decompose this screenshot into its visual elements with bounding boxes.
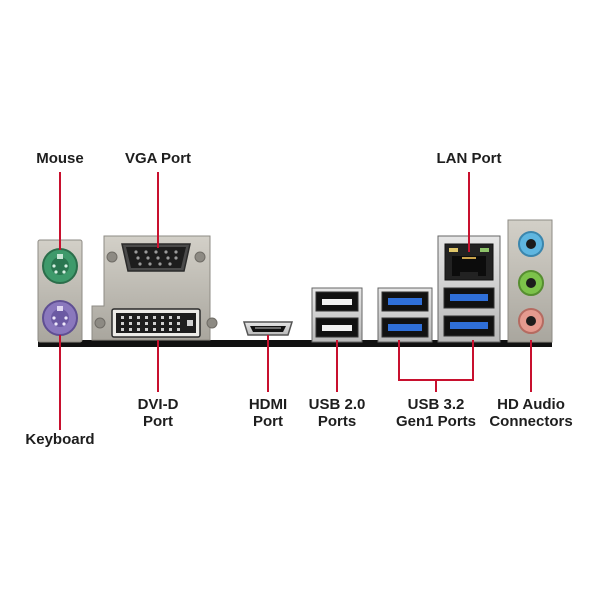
label-vga-port: VGA Port <box>124 150 192 167</box>
ps2-keyboard-port <box>42 300 78 336</box>
label-mouse: Mouse <box>36 150 84 167</box>
hdmi-port <box>242 321 294 336</box>
usb3-ports-left <box>377 287 433 343</box>
lan-usb3-stack <box>437 235 501 343</box>
ps2-mouse-port <box>42 248 78 284</box>
dvi-port <box>94 308 218 338</box>
label-lan-port: LAN Port <box>436 150 502 167</box>
audio-jacks <box>507 219 553 343</box>
io-bar <box>38 340 552 347</box>
label-keyboard: Keyboard <box>25 431 95 448</box>
audio-jack-mic <box>518 308 544 334</box>
audio-jack-line-in <box>518 231 544 257</box>
usb2-ports <box>311 287 363 343</box>
vga-port <box>106 243 206 272</box>
audio-jack-line-out <box>518 270 544 296</box>
leader-lines <box>59 172 532 430</box>
ps2-ports <box>37 239 83 343</box>
vga-dvi-bracket <box>91 235 218 341</box>
usb3-ports-right <box>443 287 495 337</box>
